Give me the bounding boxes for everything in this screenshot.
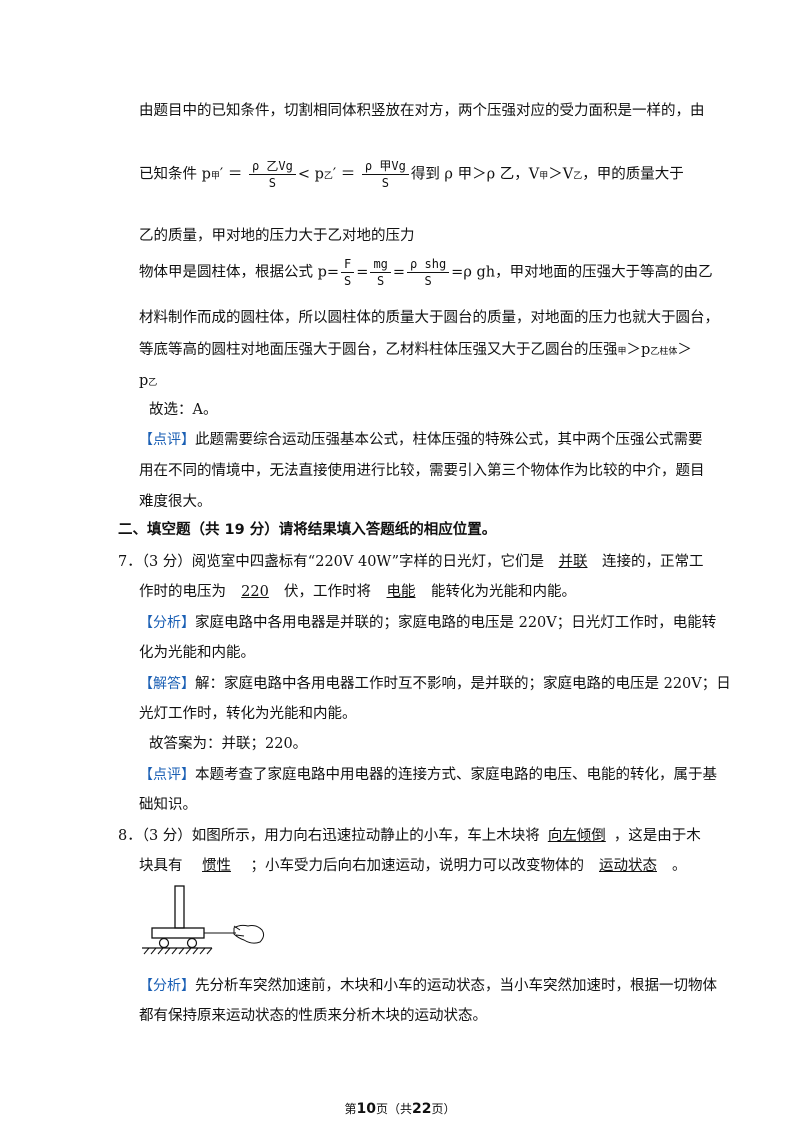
comment-line-1: 【点评】此题需要综合运动压强基本公式，柱体压强的特殊公式，其中两个压强公式需要 [139,432,703,448]
page-footer: 第10页（共22页） [344,1101,456,1117]
analysis-tag: 【分析】 [139,615,195,631]
page-number: 10 [356,1101,376,1117]
answer-blank: 运动状态 [599,858,657,874]
text-line-6: 等底等高的圆柱对地面压强大于圆台，乙材料柱体压强又大于乙圆台的压强甲＞p乙柱体＞ [139,342,692,358]
wood-block [174,885,185,929]
question-8-line-1: 8．（3 分）如图所示，用力向右迅速拉动静止的小车，车上木块将向左倾倒，这是由于… [118,828,701,844]
answer-line-2: 光灯工作时，转化为光能和内能。 [139,706,357,722]
text-line-3: 乙的质量，甲对地的压力大于乙对地的压力 [139,228,415,244]
answer-blank: 220 [241,584,269,600]
analysis-line-3: 【分析】先分析车突然加速前，木块和小车的运动状态，当小车突然加速时，根据一切物体 [139,978,717,994]
section-heading: 二、填空题（共 19 分）请将结果填入答题纸的相应位置。 [118,522,497,538]
comment-line-3: 难度很大。 [139,494,212,510]
text-line-1: 由题目中的已知条件，切割相同体积竖放在对方，两个压强对应的受力面积是一样的，由 [139,103,705,119]
answer-blank: 并联 [558,554,588,570]
ground-hatch [143,947,213,955]
answer-blank: 电能 [386,584,416,600]
answer-blank: 惯性 [202,858,231,874]
final-answer: 故答案为：并联；220。 [149,736,308,752]
question-8-line-2: 块具有惯性；小车受力后向右加速运动，说明力可以改变物体的运动状态。 [139,858,687,874]
question-7-line-1: 7．（3 分）阅览室中四盏标有“220V 40W”字样的日光灯，它们是并联连接的… [118,554,704,570]
cart-wheel [158,937,170,949]
comment-line-4: 【点评】本题考查了家庭电路中用电器的连接方式、家庭电路的电压、电能的转化，属于基 [139,767,717,783]
analysis-line-2: 化为光能和内能。 [139,645,255,661]
analysis-tag: 【分析】 [139,978,195,994]
cart-wheel [186,937,198,949]
comment-line-2: 用在不同的情境中，无法直接使用进行比较，需要引入第三个物体作为比较的中介，题目 [139,463,705,479]
text-line-8: 故选：A。 [149,402,218,418]
cart-diagram [142,885,265,955]
answer-tag: 【解答】 [139,676,195,692]
text-line-7: p乙 [139,373,158,389]
analysis-line-1: 【分析】家庭电路中各用电器是并联的；家庭电路的电压是 220V；日光灯工作时，电… [139,615,717,631]
comment-line-5: 础知识。 [139,797,197,813]
comment-tag: 【点评】 [139,432,195,448]
cart-body [151,927,205,939]
answer-blank: 向左倾倒 [547,828,606,844]
text-line-5: 材料制作而成的圆柱体，所以圆柱体的质量大于圆台的质量，对地面的压力也就大于圆台， [139,310,719,326]
comment-tag: 【点评】 [139,767,195,783]
hand-icon [233,924,265,944]
answer-line-1: 【解答】解：家庭电路中各用电器工作时互不影响，是并联的；家庭电路的电压是 220… [139,676,731,692]
page-total: 22 [412,1101,432,1117]
analysis-line-4: 都有保持原来运动状态的性质来分析木块的运动状态。 [139,1008,487,1024]
